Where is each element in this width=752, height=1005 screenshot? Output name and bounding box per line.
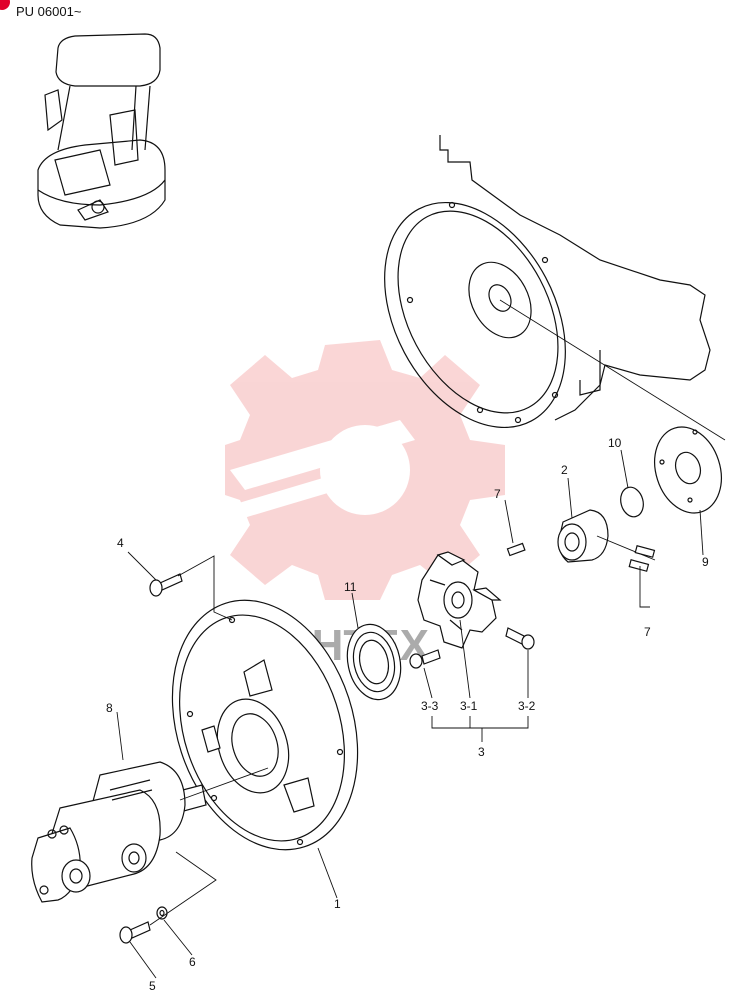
oil-seal bbox=[346, 623, 402, 701]
hydraulic-pump bbox=[31, 761, 269, 903]
callout-label: 7 bbox=[494, 487, 501, 501]
callout-label: 11 bbox=[344, 580, 357, 594]
callout-label: 3 bbox=[478, 745, 485, 759]
key-pin-top bbox=[506, 542, 526, 557]
callout-label: 5 bbox=[149, 979, 156, 993]
gear-wrench-icon bbox=[225, 340, 505, 600]
coupling-bolt-right bbox=[505, 627, 535, 650]
cap-plug bbox=[620, 486, 644, 518]
flywheel-housing bbox=[384, 135, 726, 441]
serial-range-label: PU 06001~ bbox=[16, 4, 82, 19]
callout-label: 3-2 bbox=[518, 699, 536, 713]
coupling-hub bbox=[557, 509, 656, 563]
callout-label: 8 bbox=[106, 701, 113, 715]
callout-label: 10 bbox=[608, 436, 622, 450]
watermark: ИНТЕХ bbox=[225, 340, 505, 670]
pump-bolt-leader bbox=[149, 851, 217, 926]
key-pins-right bbox=[628, 545, 656, 608]
callout-label: 3-3 bbox=[421, 699, 439, 713]
callout-label: 9 bbox=[702, 555, 709, 569]
corner-mark bbox=[0, 0, 10, 10]
callout-label: 6 bbox=[189, 955, 196, 969]
machine-overview-sketch bbox=[37, 33, 166, 229]
callout-label: 1 bbox=[334, 897, 341, 911]
coupling-bolt-left bbox=[409, 649, 441, 669]
callout-label: 2 bbox=[561, 463, 568, 477]
rubber-coupling-element bbox=[417, 551, 502, 649]
callout-leaders bbox=[116, 449, 704, 979]
callout-label: 3-1 bbox=[460, 699, 478, 713]
callout-label: 4 bbox=[117, 536, 124, 550]
callout-label: 7 bbox=[644, 625, 651, 639]
item-3-bracket bbox=[431, 716, 529, 742]
pump-mounting-flange bbox=[171, 599, 359, 851]
coupling-plate bbox=[654, 426, 722, 514]
pump-bolt bbox=[119, 921, 151, 944]
callout-labels: 4 8 1 2 10 9 7 7 11 3-3 3-1 3-2 3 5 6 bbox=[106, 436, 709, 993]
flange-bolt bbox=[149, 555, 233, 621]
